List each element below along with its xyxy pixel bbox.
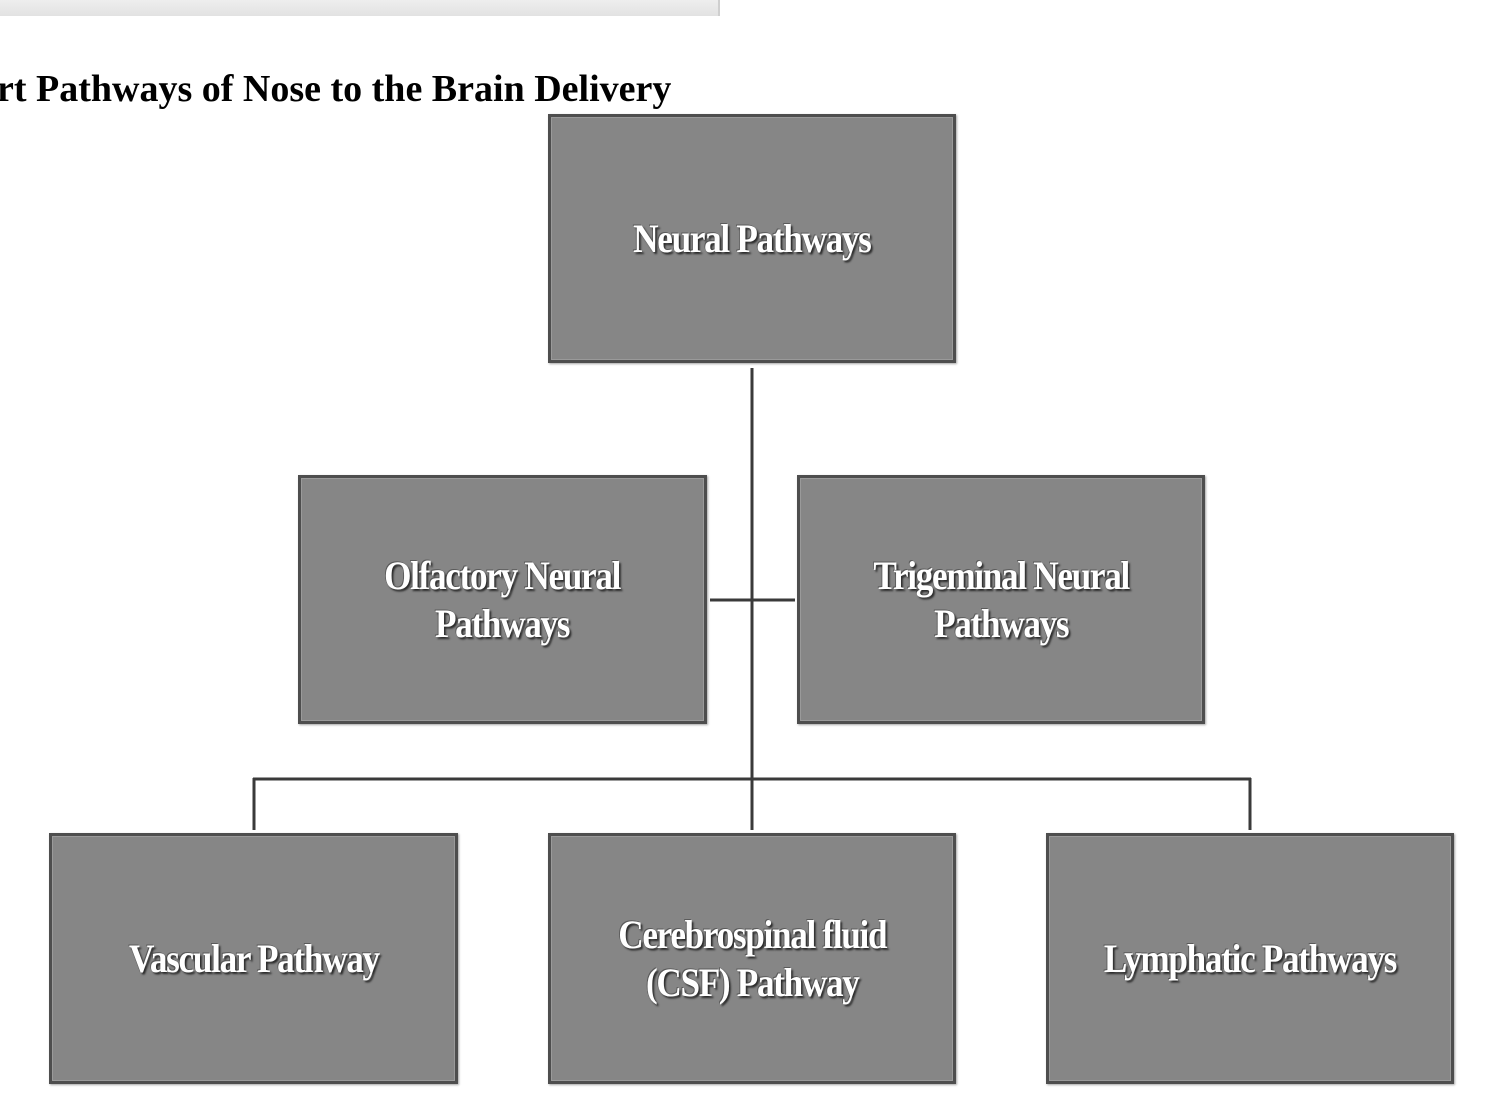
node-lymphatic-pathways-label: Lymphatic Pathways bbox=[1103, 935, 1397, 981]
node-trigeminal-neural-pathways: Trigeminal Neural Pathways bbox=[797, 475, 1205, 724]
node-olfactory-neural-pathways: Olfactory Neural Pathways bbox=[298, 475, 707, 724]
node-neural-pathways: Neural Pathways bbox=[548, 114, 956, 363]
node-trigeminal-neural-pathways-label: Trigeminal Neural Pathways bbox=[873, 552, 1130, 646]
page-title: ort Pathways of Nose to the Brain Delive… bbox=[0, 68, 672, 110]
node-neural-pathways-label: Neural Pathways bbox=[633, 215, 872, 261]
node-csf-pathway: Cerebrospinal fluid (CSF) Pathway bbox=[548, 833, 956, 1084]
node-csf-pathway-label: Cerebrospinal fluid (CSF) Pathway bbox=[618, 911, 887, 1005]
top-image-strip bbox=[0, 0, 720, 16]
node-olfactory-neural-pathways-label: Olfactory Neural Pathways bbox=[384, 552, 622, 646]
node-vascular-pathway-label: Vascular Pathway bbox=[128, 935, 380, 981]
node-vascular-pathway: Vascular Pathway bbox=[49, 833, 458, 1084]
node-lymphatic-pathways: Lymphatic Pathways bbox=[1046, 833, 1454, 1084]
